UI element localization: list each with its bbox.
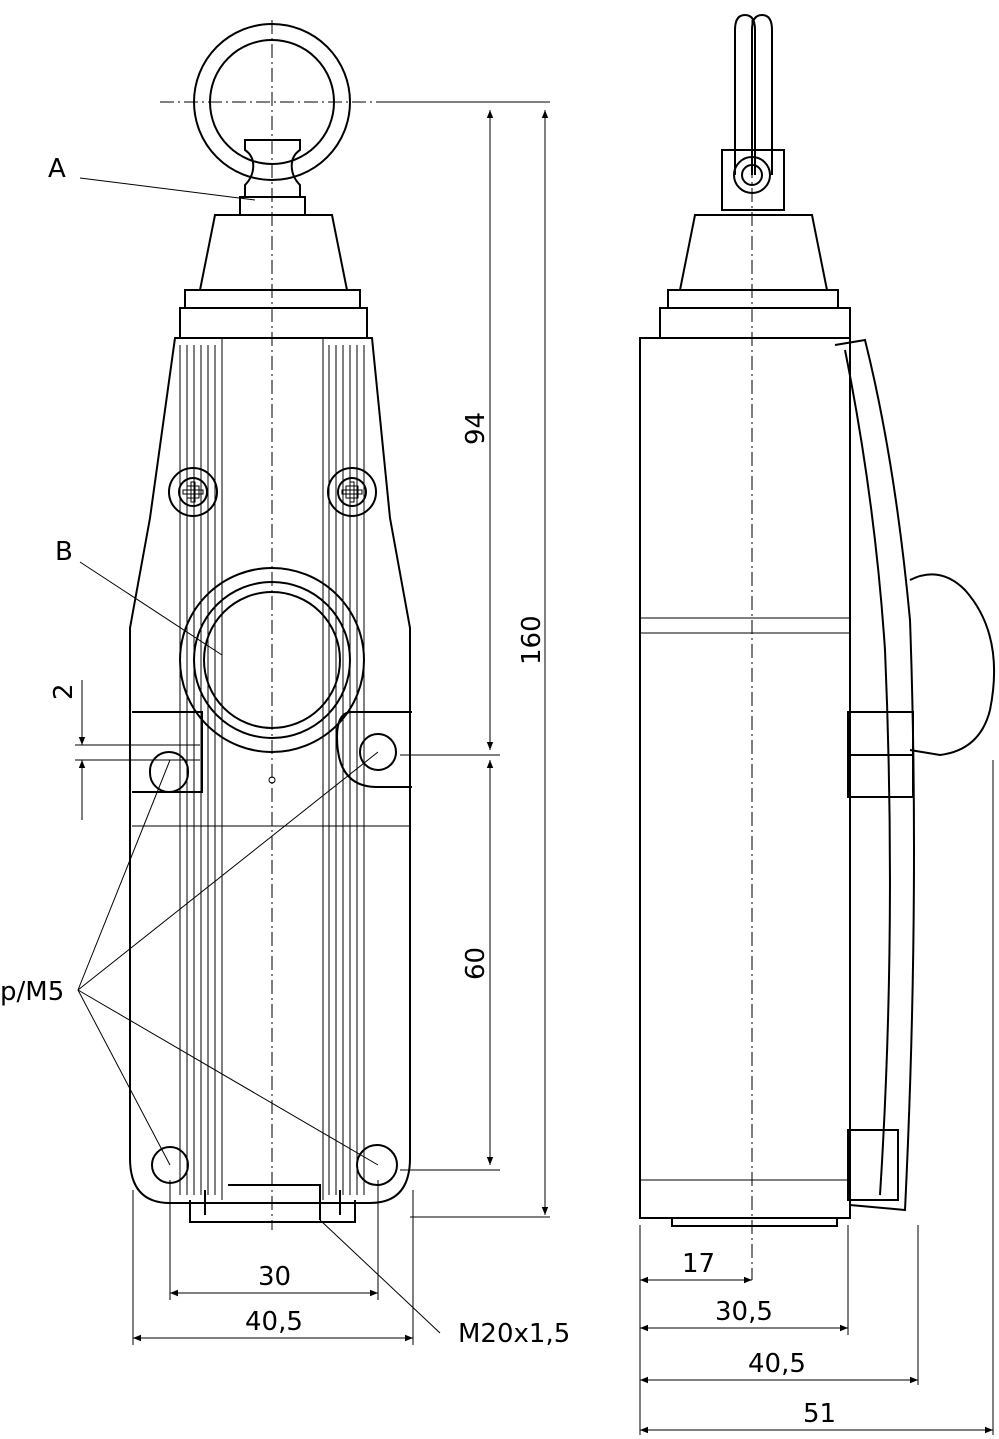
dim-51: 51 (803, 1399, 836, 1429)
dimension-lines-side (639, 760, 994, 1435)
screw-left-icon (168, 467, 218, 517)
dim-30-5: 30,5 (715, 1297, 773, 1327)
side-view: 17 30,5 40,5 51 (639, 13, 996, 1435)
pull-ring (193, 23, 351, 181)
housing-side (639, 337, 915, 1227)
dim-17: 17 (682, 1249, 715, 1279)
dim-94: 94 (461, 412, 491, 445)
housing-ribs (179, 345, 216, 1195)
housing-front (129, 337, 411, 1204)
dim-30: 30 (258, 1262, 291, 1292)
dimension-lines-front (75, 101, 550, 1345)
dim-60: 60 (461, 947, 491, 980)
callout-thread-hole: p/M5 (0, 977, 64, 1007)
housing-ribs (328, 345, 365, 1195)
actuator-head (179, 139, 368, 339)
dim-40-5-side: 40,5 (748, 1349, 806, 1379)
reset-button-side (909, 573, 996, 757)
screw-right-icon (327, 467, 377, 517)
pull-ring-side (659, 13, 851, 339)
dim-slot: 2 (49, 683, 79, 700)
callout-b: B (55, 537, 73, 567)
reset-button-b (179, 567, 365, 753)
leader-lines (77, 177, 441, 1334)
dim-40-5-front: 40,5 (245, 1307, 303, 1337)
mounting-holes (132, 711, 412, 1186)
callout-a: A (48, 154, 66, 184)
dim-160: 160 (517, 615, 547, 665)
front-view: A B p/M5 M20x1,5 2 94 160 60 30 40,5 (0, 20, 570, 1349)
callout-conduit-thread: M20x1,5 (458, 1319, 570, 1349)
